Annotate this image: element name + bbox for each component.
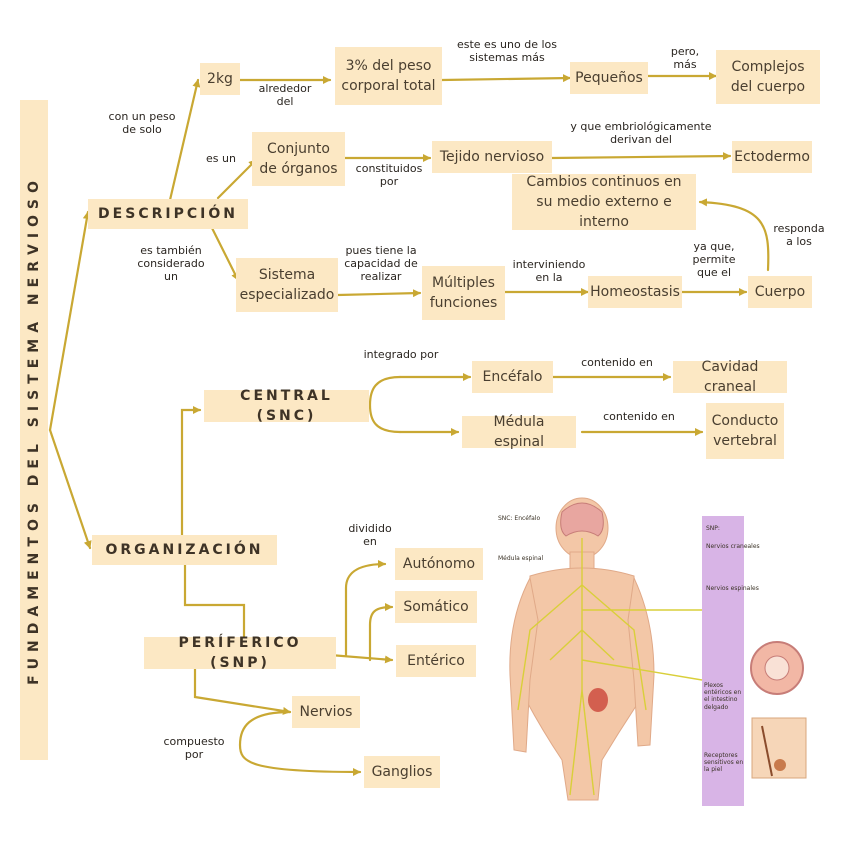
node-nervios: Nervios <box>292 696 360 728</box>
fig-label-nervios-espinales: Nervios espinales <box>706 585 759 592</box>
brain-icon <box>560 502 604 537</box>
fig-label-medula: Médula espinal <box>498 555 544 562</box>
label-pero-mas: pero, más <box>670 45 700 72</box>
node-periferico: PERÍFERICO (SNP) <box>144 635 336 671</box>
node-pequenos: Pequeños <box>570 62 648 94</box>
body-figure-svg: SNC: Encéfalo Médula espinal SNP: Nervio… <box>498 497 807 806</box>
node-cambios-continuos: Cambios continuos en su medio externo e … <box>512 174 696 230</box>
node-complejos: Complejos del cuerpo <box>716 50 820 104</box>
label-es-tambien: es también considerado un <box>137 244 205 284</box>
node-2kg: 2kg <box>200 63 240 95</box>
node-ganglios: Ganglios <box>364 756 440 788</box>
node-organizacion: ORGANIZACIÓN <box>92 535 277 565</box>
label-compuesto: compuesto por <box>163 735 225 762</box>
fig-label-plexos: Plexos entéricos en el intestino delgado <box>704 682 742 711</box>
nerve-lines <box>517 538 703 796</box>
nervous-system-illustration: SNC: Encéfalo Médula espinal SNP: Nervio… <box>490 490 820 810</box>
node-central: CENTRAL (SNC) <box>204 388 369 424</box>
label-con-peso: con un peso de solo <box>108 110 176 137</box>
node-tejido-nervioso: Tejido nervioso <box>432 141 552 173</box>
node-descripcion: DESCRIPCIÓN <box>88 199 248 229</box>
node-conducto-vertebral: Conducto vertebral <box>706 403 784 459</box>
fig-label-snc: SNC: Encéfalo <box>498 515 540 522</box>
node-autonomo: Autónomo <box>395 548 483 580</box>
label-es-un: es un <box>206 152 236 165</box>
node-homeostasis: Homeostasis <box>588 276 682 308</box>
label-embriologicamente: y que embriológicamente derivan del <box>570 120 712 147</box>
intestine-lumen-icon <box>764 655 790 681</box>
label-este-es-uno: este es uno de los sistemas más <box>456 38 557 65</box>
node-cuerpo: Cuerpo <box>748 276 812 308</box>
node-sistema-especializado: Sistema especializado <box>236 258 338 312</box>
intestine-icon <box>588 688 608 712</box>
label-constituidos: constituidos por <box>355 162 423 189</box>
node-ectodermo: Ectodermo <box>732 141 812 173</box>
main-title: FUNDAMENTOS DEL SISTEMA NERVIOSO <box>26 175 43 685</box>
node-enterico: Entérico <box>396 645 476 677</box>
fig-label-snp: SNP: <box>706 525 720 532</box>
node-conjunto-organos: Conjunto de órganos <box>252 132 345 186</box>
main-title-bar: FUNDAMENTOS DEL SISTEMA NERVIOSO <box>20 100 48 760</box>
label-integrado: integrado por <box>363 348 439 361</box>
label-pues-tiene: pues tiene la capacidad de realizar <box>344 244 418 284</box>
node-3-porciento: 3% del peso corporal total <box>335 47 442 105</box>
hair-follicle-icon <box>761 725 773 777</box>
receptor-icon <box>774 759 786 771</box>
label-ya-que: ya que, permite que el <box>692 240 736 280</box>
node-multiples-funciones: Múltiples funciones <box>422 266 505 320</box>
fig-label-receptores: Receptores sensitivos en la piel <box>704 752 744 774</box>
fig-label-nervios-craneales: Nervios craneales <box>706 543 760 550</box>
label-dividido: dividido en <box>348 522 392 549</box>
legend-panel <box>702 516 744 806</box>
label-alrededor: alrededor del <box>258 82 312 109</box>
node-somatico: Somático <box>395 591 477 623</box>
node-encefalo: Encéfalo <box>472 361 553 393</box>
label-interviniendo: interviniendo en la <box>512 258 586 285</box>
label-contenido-1: contenido en <box>581 356 653 369</box>
body-outline <box>509 497 655 801</box>
label-responda: responda a los <box>773 222 825 249</box>
label-contenido-2: contenido en <box>603 410 675 423</box>
node-medula-espinal: Médula espinal <box>462 414 576 450</box>
node-cavidad-craneal: Cavidad craneal <box>673 359 787 395</box>
